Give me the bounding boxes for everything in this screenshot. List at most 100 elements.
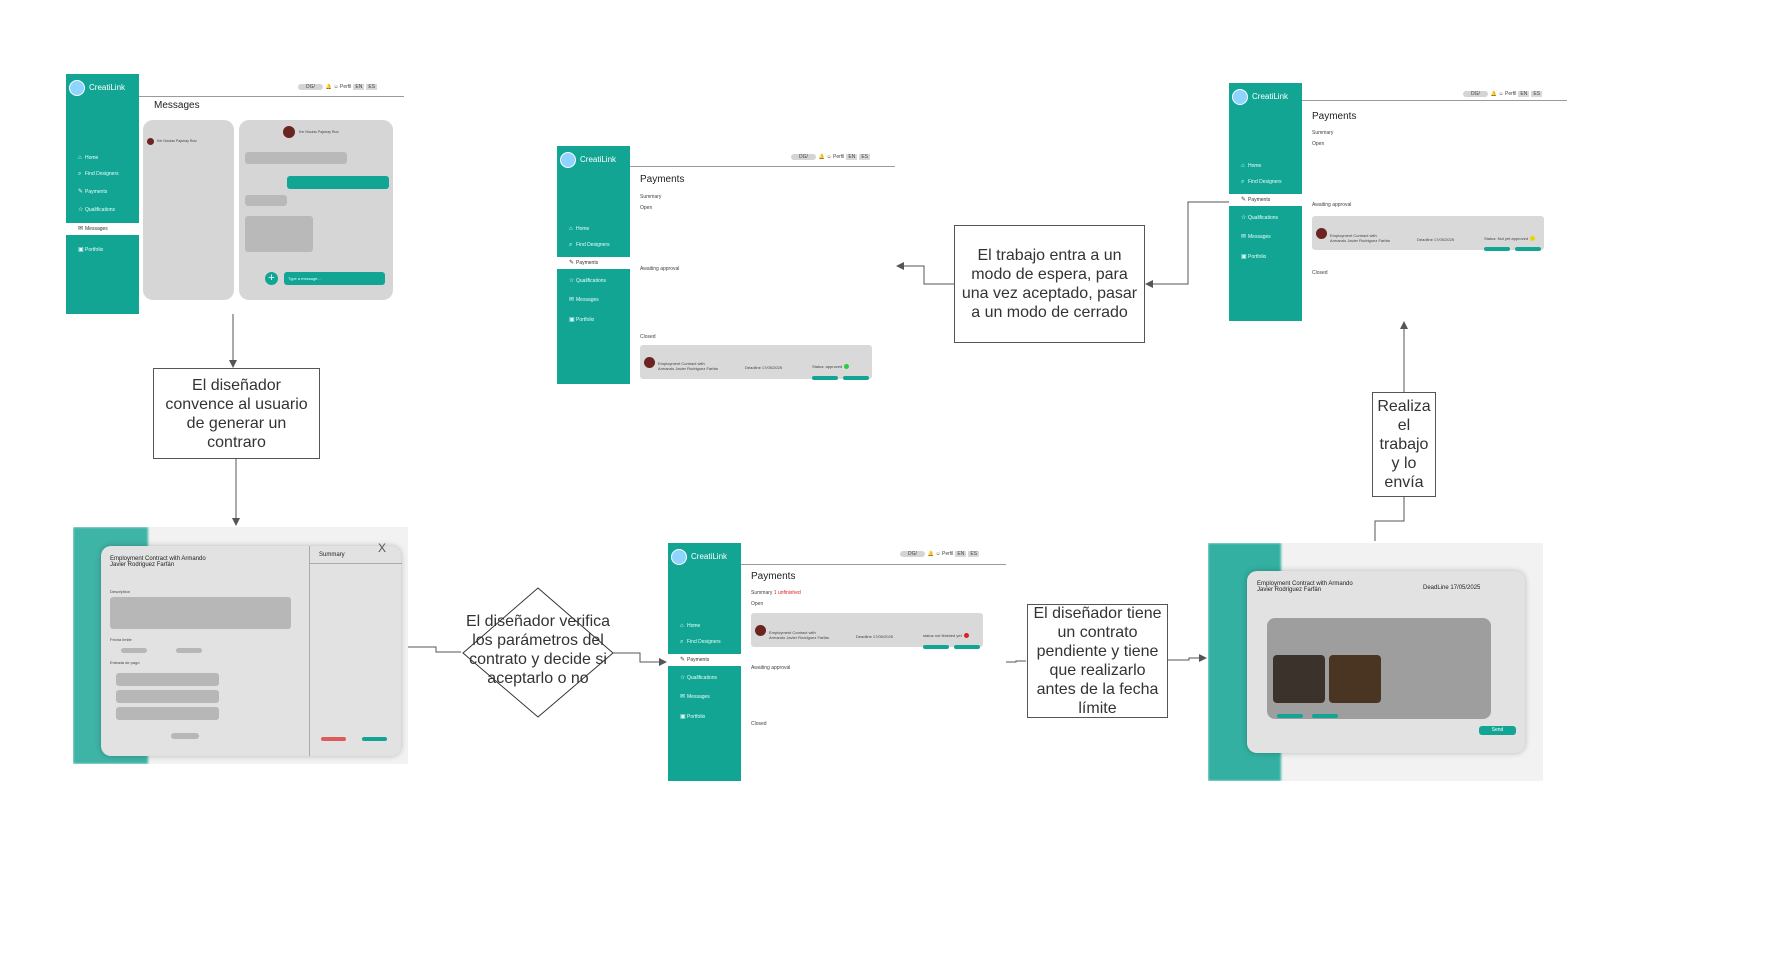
sidebar-item-home[interactable]: ⌂Home	[668, 620, 741, 632]
sidebar-item-payments[interactable]: ✎Payments	[1229, 194, 1302, 206]
home-icon: ⌂	[680, 623, 684, 629]
sidebar-item-qualifications[interactable]: ☆Qualifications	[1229, 212, 1302, 224]
sidebar-item-payments[interactable]: ✎Payments	[66, 186, 139, 198]
details-button[interactable]	[812, 376, 838, 380]
message-input[interactable]: Type a message...	[284, 272, 385, 285]
lang-en-button[interactable]: EN	[1518, 91, 1530, 97]
star-icon: ☆	[78, 207, 84, 213]
logo-icon	[1232, 89, 1248, 105]
contact-name[interactable]: Ker Nicolas Pajarray Ruiz	[157, 139, 197, 143]
sidebar-item-find-designers[interactable]: ⌕Find Designers	[1229, 176, 1302, 188]
sidebar-item-portfolio[interactable]: ▣Portfolio	[66, 244, 139, 256]
sidebar-item-payments[interactable]: ✎Payments	[668, 654, 741, 666]
sidebar-item-messages[interactable]: ✉Messages	[66, 223, 139, 235]
bell-icon[interactable]: 🔔	[927, 551, 935, 557]
sidebar-item-payments[interactable]: ✎Payments	[557, 257, 630, 269]
amount-field[interactable]	[171, 733, 199, 739]
lang-en-button[interactable]: EN	[353, 84, 365, 90]
sidebar-item-home[interactable]: ⌂Home	[66, 152, 139, 164]
profile-link[interactable]: Perfil	[942, 551, 954, 557]
messages-screen: CreatiLink ⌂Home ⌕Find Designers ✎Paymen…	[66, 74, 404, 314]
action-button[interactable]	[954, 645, 980, 649]
date-field[interactable]	[176, 648, 202, 653]
avatar	[283, 126, 295, 138]
sidebar-item-portfolio[interactable]: ▣Portfolio	[668, 711, 741, 723]
lang-es-button[interactable]: ES	[366, 84, 378, 90]
action-button[interactable]	[1515, 247, 1541, 251]
open-label: Open	[751, 601, 764, 607]
add-icon[interactable]: +	[265, 272, 278, 285]
payment-option[interactable]	[116, 707, 219, 720]
sidebar: CreatiLink ⌂Home ⌕Find Designers ✎Paymen…	[557, 146, 630, 384]
step-pending-contract: El diseñador tiene un contrato pendiente…	[1027, 604, 1168, 718]
attach-button[interactable]	[1312, 714, 1338, 718]
lang-es-button[interactable]: ES	[1531, 91, 1543, 97]
search-input[interactable]: DG/	[1463, 91, 1488, 97]
sidebar-item-find-designers[interactable]: ⌕Find Designers	[668, 636, 741, 648]
lang-es-button[interactable]: ES	[968, 551, 980, 557]
attach-button[interactable]	[1277, 714, 1303, 718]
sidebar-item-messages[interactable]: ✉Messages	[557, 294, 630, 306]
bell-icon[interactable]: 🔔	[1490, 91, 1498, 97]
status-dot	[1530, 236, 1536, 242]
pen-icon: ✎	[680, 657, 686, 663]
accept-button[interactable]	[362, 737, 387, 741]
sidebar-item-portfolio[interactable]: ▣Portfolio	[1229, 251, 1302, 263]
search-input[interactable]: DG/	[791, 154, 816, 160]
logo: CreatiLink	[560, 152, 616, 168]
profile-link[interactable]: Perfil	[340, 84, 352, 90]
avatar	[644, 357, 655, 368]
bell-icon[interactable]: 🔔	[818, 154, 826, 160]
profile-link[interactable]: Perfil	[1505, 91, 1517, 97]
lang-en-button[interactable]: EN	[955, 551, 967, 557]
sidebar-item-home[interactable]: ⌂Home	[557, 223, 630, 235]
details-button[interactable]	[923, 645, 949, 649]
lang-es-button[interactable]: ES	[859, 154, 871, 160]
sidebar-item-messages[interactable]: ✉Messages	[1229, 231, 1302, 243]
sidebar-item-home[interactable]: ⌂Home	[1229, 160, 1302, 172]
sidebar-item-find-designers[interactable]: ⌕Find Designers	[66, 168, 139, 180]
deadline-label: Fecha límite	[110, 637, 132, 642]
deadline-label: Deadline 17/05/2025	[856, 634, 893, 639]
sidebar-item-qualifications[interactable]: ☆Qualifications	[557, 275, 630, 287]
close-icon[interactable]: X	[378, 541, 387, 555]
chat-panel: Ker Nicolas Pajarray Ruiz + Type a messa…	[239, 120, 393, 300]
sidebar-item-find-designers[interactable]: ⌕Find Designers	[557, 239, 630, 251]
payments-screen-open: CreatiLink ⌂Home ⌕Find Designers ✎Paymen…	[668, 543, 1006, 781]
profile-link[interactable]: Perfil	[833, 154, 845, 160]
sidebar-item-qualifications[interactable]: ☆Qualifications	[668, 672, 741, 684]
closed-label: Closed	[1312, 270, 1328, 276]
sidebar-item-portfolio[interactable]: ▣Portfolio	[557, 314, 630, 326]
sidebar-item-qualifications[interactable]: ☆Qualifications	[66, 204, 139, 216]
bell-icon[interactable]: 🔔	[325, 84, 333, 90]
summary-title: Summary	[319, 552, 345, 558]
step-convince-user: El diseñador convence al usuario de gene…	[153, 368, 320, 459]
action-button[interactable]	[843, 376, 869, 380]
folder-icon: ▣	[78, 247, 84, 253]
header-divider	[630, 166, 895, 167]
date-field[interactable]	[121, 648, 147, 653]
search-input[interactable]: DG/	[298, 84, 323, 90]
payment-option[interactable]	[116, 673, 219, 686]
status-badge: Status: approved	[812, 364, 850, 370]
search-input[interactable]: DG/	[900, 551, 925, 557]
details-button[interactable]	[1484, 247, 1510, 251]
lang-en-button[interactable]: EN	[846, 154, 858, 160]
summary-label: Summary	[640, 194, 662, 200]
reject-button[interactable]	[321, 737, 346, 741]
sidebar-item-messages[interactable]: ✉Messages	[668, 691, 741, 703]
payment-option[interactable]	[116, 690, 219, 703]
contacts-panel: Ker Nicolas Pajarray Ruiz	[143, 120, 234, 300]
send-button[interactable]: Send	[1479, 726, 1516, 735]
arrow-delivery-to-work	[1374, 497, 1405, 541]
